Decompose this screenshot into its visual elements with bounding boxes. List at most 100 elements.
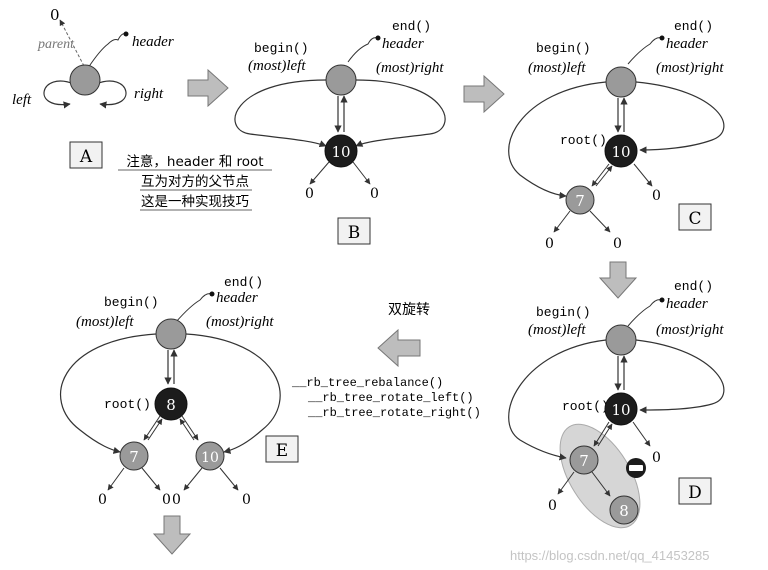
b-leftmost-link <box>234 79 327 148</box>
header-dot <box>123 31 129 37</box>
b-header-pointer <box>347 37 379 63</box>
c-node-7-label: 7 <box>575 192 585 210</box>
d-node-10-label: 10 <box>611 401 630 419</box>
e-node-7-label: 7 <box>129 448 139 466</box>
panel-d: begin() (most)left end() header (most)ri… <box>508 279 725 529</box>
e-leftmost-link <box>59 333 157 454</box>
label-left: left <box>12 92 32 108</box>
e-node-10 <box>195 441 225 471</box>
d-end-label: end() <box>674 279 713 294</box>
label-right: right <box>134 86 164 102</box>
d-leftmost-link <box>508 339 607 461</box>
panel-e-box <box>265 435 299 463</box>
panel-d-label: D <box>688 483 702 503</box>
label-parent: parent <box>37 37 75 52</box>
d-mostleft-label: (most)left <box>528 322 586 338</box>
panel-e: begin() (most)left end() header (most)ri… <box>59 275 299 508</box>
c-header-label: header <box>666 36 708 52</box>
d-mostright-label: (most)right <box>656 322 724 338</box>
b-mostright-label: (most)right <box>376 60 444 76</box>
e-node-8 <box>154 387 188 421</box>
b-mostleft-label: (most)left <box>248 58 306 74</box>
panel-d-box <box>678 477 712 505</box>
c-header-node <box>605 66 637 98</box>
c-root-label: root() <box>560 133 607 148</box>
e-node-7 <box>119 441 149 471</box>
rotation-caption: 双旋转 __rb_tree_rebalance() __rb_tree_rota… <box>291 302 481 420</box>
b-null-right: 0 <box>370 186 379 202</box>
e-begin-label: begin() <box>104 295 159 310</box>
c-node-10-label: 10 <box>611 143 630 161</box>
panel-c: begin() (most)left end() header (most)ri… <box>508 19 725 252</box>
panel-a-box <box>69 141 103 169</box>
panel-e-label: E <box>276 441 288 461</box>
d-node-8 <box>609 495 639 525</box>
e-mostright-label: (most)right <box>206 314 274 330</box>
d-begin-label: begin() <box>536 305 591 320</box>
e-null-10-left: 0 <box>172 492 181 508</box>
d-null-10-right: 0 <box>652 450 661 466</box>
b-end-label: end() <box>392 19 431 34</box>
e-root-label: root() <box>104 397 151 412</box>
c-null-10-right: 0 <box>652 188 661 204</box>
e-null-7-right: 0 <box>162 492 171 508</box>
c-node-7 <box>565 185 595 215</box>
c-end-label: end() <box>674 19 713 34</box>
d-rightmost-link <box>635 339 725 414</box>
panel-b: begin() (most)left end() header (most)ri… <box>234 19 446 245</box>
rotation-call-3: __rb_tree_rotate_right() <box>307 406 481 420</box>
e-rightmost-link <box>185 333 281 454</box>
d-node-8-label: 8 <box>619 502 629 520</box>
note: 注意，header 和 root 互为对方的父节点 这是一种实现技巧 <box>118 153 272 211</box>
panel-c-box <box>678 203 712 231</box>
d-null-7-left: 0 <box>548 498 557 514</box>
e-header-label: header <box>216 290 258 306</box>
c-null-7-right: 0 <box>613 236 622 252</box>
d-node-10 <box>604 392 638 426</box>
c-null-7-left: 0 <box>545 236 554 252</box>
left-loop <box>43 80 75 109</box>
d-node-7 <box>569 445 599 475</box>
c-rightmost-link <box>635 81 725 154</box>
rotation-call-2: __rb_tree_rotate_left() <box>307 391 474 405</box>
e-node-10-label: 10 <box>201 450 219 466</box>
e-end-label: end() <box>224 275 263 290</box>
header-node <box>69 64 101 96</box>
d-header-label: header <box>666 296 708 312</box>
parent-arrow <box>59 19 85 67</box>
step-arrow-e-next <box>152 515 192 555</box>
panel-b-label: B <box>348 223 361 243</box>
c-mostright-label: (most)right <box>656 60 724 76</box>
note-line-2: 互为对方的父节点 <box>141 174 249 190</box>
b-begin-label: begin() <box>254 41 309 56</box>
e-mostleft-label: (most)left <box>76 314 134 330</box>
step-arrow-a-b <box>187 68 229 108</box>
e-null-10-right: 0 <box>242 492 251 508</box>
step-arrow-c-d <box>598 261 638 299</box>
b-null-left: 0 <box>305 186 314 202</box>
c-node-10 <box>604 134 638 168</box>
e-node-8-label: 8 <box>166 396 176 414</box>
panel-b-box <box>337 217 371 245</box>
label-header: header <box>132 34 174 50</box>
rotation-call-1: __rb_tree_rebalance() <box>291 376 443 390</box>
step-arrow-d-e <box>377 328 421 368</box>
rotation-title: 双旋转 <box>388 302 430 318</box>
note-line-1: 注意，header 和 root <box>126 153 263 170</box>
b-header-label: header <box>382 36 424 52</box>
b-header-node <box>325 64 357 96</box>
b-node-10 <box>324 134 358 168</box>
c-mostleft-label: (most)left <box>528 60 586 76</box>
header-pointer <box>87 33 127 69</box>
watermark: https://blog.csdn.net/qq_41453285 <box>510 548 710 563</box>
b-rightmost-link <box>355 79 446 147</box>
right-loop <box>95 80 127 109</box>
d-header-node <box>605 324 637 356</box>
e-header-node <box>155 318 187 350</box>
c-begin-label: begin() <box>536 41 591 56</box>
d-root-label: root() <box>562 399 609 414</box>
panel-a-label: A <box>79 147 93 167</box>
panel-a: 0 parent header left right A <box>12 6 174 169</box>
step-arrow-b-c <box>463 74 505 114</box>
